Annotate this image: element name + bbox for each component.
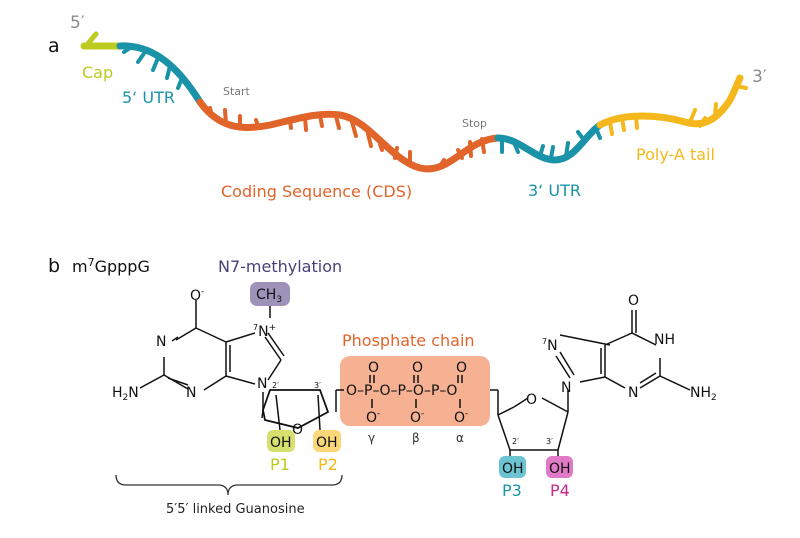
start-label: Start xyxy=(223,85,251,98)
p1-oh: OH xyxy=(270,435,292,451)
cds-bases xyxy=(208,106,486,168)
utr3-segment xyxy=(494,121,604,164)
n7-methylation-label: N7-methylation xyxy=(218,257,342,276)
panel-a-label: a xyxy=(48,35,60,57)
svg-text:O-: O- xyxy=(366,409,380,426)
left-n9: N xyxy=(257,376,267,392)
left-nh2: H2N xyxy=(112,385,139,403)
alpha-label: α xyxy=(456,431,464,445)
right-nh: NH xyxy=(654,332,675,348)
p1-label: P1 xyxy=(270,455,290,474)
left-n3: N xyxy=(186,385,196,401)
utr3-bases xyxy=(500,126,602,160)
right-nh2: NH2 xyxy=(690,385,717,403)
right-2prime: 2′ xyxy=(512,437,519,446)
p1-highlight xyxy=(267,430,295,452)
p3-oh: OH xyxy=(502,461,524,477)
polya-label: Poly-A tail xyxy=(636,145,715,164)
polya-bases xyxy=(608,84,748,136)
cap-formula: m7GpppG xyxy=(72,256,150,276)
utr5-bases xyxy=(122,46,184,90)
svg-text:O: O xyxy=(456,360,467,376)
utr5-label: 5‘ UTR xyxy=(122,88,175,107)
svg-text:O-: O- xyxy=(410,409,424,426)
p4-highlight xyxy=(546,456,573,478)
left-2prime: 2′ xyxy=(272,381,279,390)
left-n1: N xyxy=(156,334,166,350)
p3-highlight xyxy=(499,456,526,478)
gamma-label: γ xyxy=(368,431,375,445)
p2-oh: OH xyxy=(316,435,338,451)
right-n9: N xyxy=(561,380,571,396)
left-o-minus: O- xyxy=(190,287,204,304)
cap-label: Cap xyxy=(82,63,113,82)
three-prime-label: 3′ xyxy=(752,67,767,87)
cds-label: Coding Sequence (CDS) xyxy=(221,182,412,201)
left-ring-o: O xyxy=(292,422,303,438)
p2-label: P2 xyxy=(318,455,338,474)
panel-b-label: b xyxy=(48,255,60,277)
svg-text:O-: O- xyxy=(454,409,468,426)
p2-highlight xyxy=(313,430,341,452)
phosphate-highlight xyxy=(340,356,490,426)
right-o: O xyxy=(628,293,639,309)
left-3prime: 3′ xyxy=(314,381,321,390)
phosphate-chain: O–P–O–P–O–P–O O O O O- O- O- xyxy=(346,360,499,426)
five-prime-label: 5′ xyxy=(70,13,85,33)
right-ring-o: O xyxy=(526,392,537,408)
left-guanine-bonds xyxy=(139,300,344,431)
cds-segment xyxy=(196,98,502,173)
p4-label: P4 xyxy=(550,481,570,500)
svg-text:O: O xyxy=(368,360,379,376)
beta-label: β xyxy=(412,431,420,445)
guanosine-bracket xyxy=(115,474,343,496)
bracket-label: 5′5′ linked Guanosine xyxy=(166,502,305,517)
ch3-highlight xyxy=(250,282,290,306)
right-3prime: 3′ xyxy=(546,437,553,446)
stop-label: Stop xyxy=(462,117,487,130)
svg-text:O: O xyxy=(412,360,423,376)
utr3-label: 3‘ UTR xyxy=(528,181,581,200)
p4-oh: OH xyxy=(549,461,571,477)
left-n7: 7N+ xyxy=(253,323,276,340)
mrna-strand xyxy=(80,31,748,173)
right-n7: 7N xyxy=(542,337,558,354)
phosphate-chain-label: Phosphate chain xyxy=(342,331,475,350)
right-n3: N xyxy=(628,385,638,401)
svg-text:O–P–O–P–O–P–O: O–P–O–P–O–P–O xyxy=(346,383,457,399)
ch3-label: CH3 xyxy=(256,287,282,305)
right-guanosine-bonds xyxy=(497,310,691,458)
p3-label: P3 xyxy=(502,481,522,500)
cap-base xyxy=(83,31,99,49)
